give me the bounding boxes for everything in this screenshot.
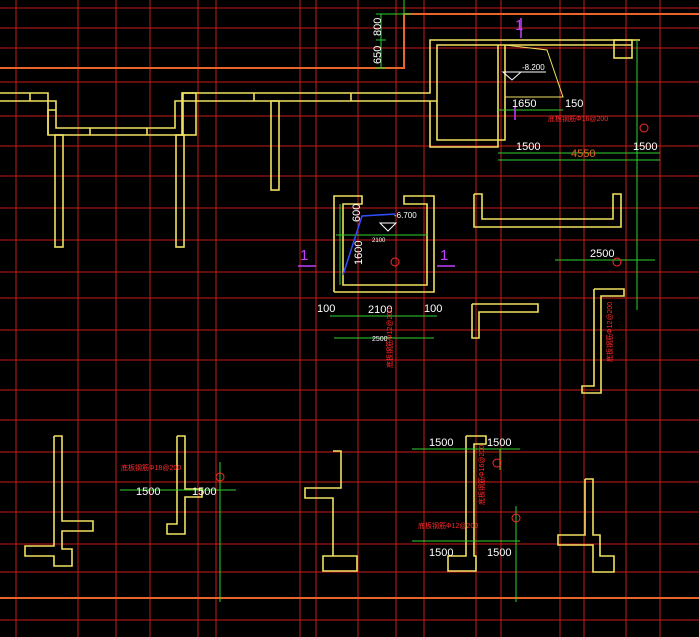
anchor-bm — [511, 513, 521, 523]
t-wall-5 — [557, 478, 615, 573]
pit-top-right-box — [613, 39, 633, 59]
dim-text-1500-bm2: 1500 — [487, 437, 511, 449]
dim-text-2100: 2100 — [368, 304, 392, 316]
l-wall-right — [581, 288, 625, 394]
level-label-top: -8.200 — [522, 63, 545, 72]
section-markers — [298, 18, 522, 267]
anchor-left — [215, 472, 225, 482]
t-wall-4 — [447, 435, 487, 572]
rebar-note-bm: 底板钢筋Φ16@200 — [477, 445, 486, 505]
site-boundary-lines — [0, 13, 699, 599]
anchor-right — [612, 257, 622, 267]
dim-text-2500-pit: 2500 — [372, 336, 388, 343]
slope-marker — [342, 213, 396, 276]
rebar-note-top: 底板钢筋Φ16@200 — [548, 114, 608, 123]
dim-text-150: 150 — [565, 98, 583, 110]
dim-text-1500-bm3: 1500 — [429, 547, 453, 559]
section-label-left: 1 — [300, 247, 308, 264]
column-left — [54, 134, 64, 248]
column-cap — [181, 92, 197, 136]
dim-text-100-right: 100 — [424, 303, 442, 315]
central-pit-wall — [333, 195, 435, 293]
dim-text-1600: 1600 — [353, 241, 365, 265]
dim-text-1500-b: 1500 — [633, 141, 657, 153]
anchor-pit — [390, 257, 400, 267]
dimension-lines — [120, 0, 660, 602]
dim-text-100-left: 100 — [317, 303, 335, 315]
dim-text-4550: 4550 — [571, 148, 595, 160]
section-label-right: 1 — [440, 247, 448, 264]
dim-text-2100-inner: 2100 — [372, 238, 386, 244]
dim-text-800: 800 — [372, 18, 384, 36]
dim-text-1500-a: 1500 — [516, 141, 540, 153]
channel-u-wall — [473, 193, 622, 228]
section-label-top: 1 — [515, 17, 523, 34]
dim-text-1650: 1650 — [512, 98, 536, 110]
column-mid — [175, 134, 185, 248]
boundary-line-top — [0, 13, 699, 69]
rebar-anchors — [215, 123, 649, 523]
drawing-text: 800 650 1 -8.200 1650 150 底板钢筋Φ16@200 15… — [121, 17, 657, 559]
beam-step — [47, 109, 56, 135]
anchor-top — [639, 123, 649, 133]
level-triangle-pit — [378, 222, 398, 232]
l-wall-upper — [471, 303, 539, 339]
rebar-note-right: 底板钢筋Φ12@200 — [605, 302, 614, 362]
t-wall-3 — [304, 450, 358, 572]
pit-top-wedge — [504, 44, 564, 98]
rebar-note-pit: 底板钢筋Φ12@200 — [385, 308, 394, 368]
anchor-mid — [492, 458, 502, 468]
dim-text-2500-right: 2500 — [590, 248, 614, 260]
dim-text-1500-ll1: 1500 — [136, 486, 160, 498]
dim-text-1500-bm1: 1500 — [429, 437, 453, 449]
pit-top-right-wall — [429, 45, 499, 148]
pit-top-right-wall-inner — [436, 45, 506, 141]
dim-text-600: 600 — [351, 204, 363, 222]
level-marks — [378, 71, 546, 232]
level-label-pit: -6.700 — [394, 211, 417, 220]
t-wall-2 — [166, 435, 203, 535]
dim-text-1500-ll2: 1500 — [192, 486, 216, 498]
t-wall-1 — [24, 435, 94, 567]
rebar-note-left: 底板钢筋Φ18@200 — [121, 463, 181, 472]
column-right — [270, 100, 280, 191]
wall-outlines — [0, 39, 640, 573]
beam-band-top-edge — [0, 39, 640, 136]
dim-text-1500-bm4: 1500 — [487, 547, 511, 559]
dim-text-650: 650 — [372, 46, 384, 64]
rebar-note-bm2: 底板钢筋Φ12@200 — [418, 521, 478, 530]
